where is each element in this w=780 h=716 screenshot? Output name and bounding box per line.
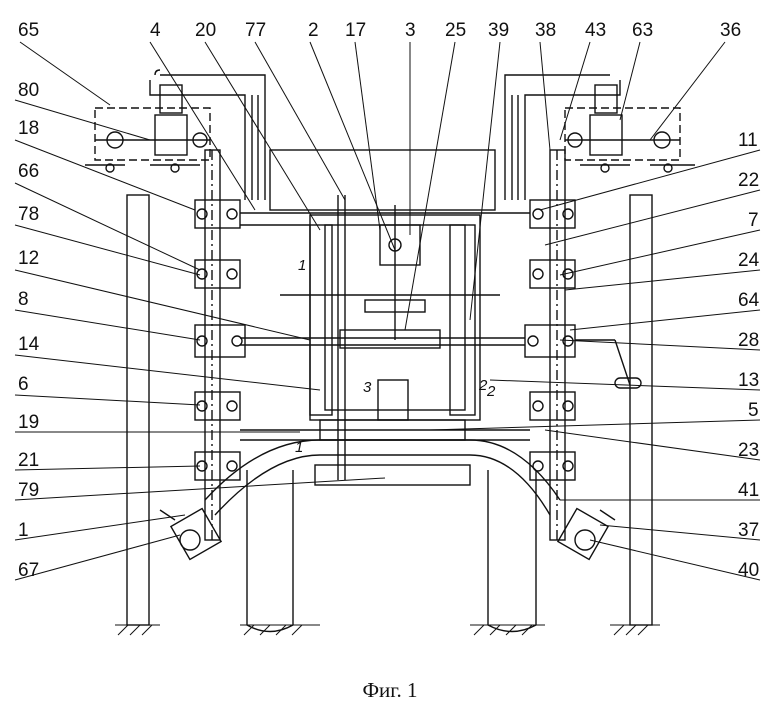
top-boom-left [150, 70, 265, 200]
callout-label: 67 [18, 560, 39, 581]
callout-label: 1 [18, 520, 29, 541]
left-outer-pole [127, 195, 149, 625]
callout-label: 6 [18, 374, 29, 395]
top-boom-right [505, 75, 620, 200]
callout-label: 66 [18, 161, 39, 182]
callout-label: 77 [245, 20, 266, 41]
callout-label: 13 [738, 370, 759, 391]
callout-label: 2 [308, 20, 319, 41]
callout-label: 37 [738, 520, 759, 541]
horizontal-shafts [240, 213, 530, 440]
ground-hatch [115, 625, 660, 635]
callout-label: 7 [748, 210, 759, 231]
callout-label: 41 [738, 480, 759, 501]
left-motor-box [95, 108, 210, 160]
callout-label: 21 [18, 450, 39, 471]
callout-label: 80 [18, 80, 39, 101]
crank-handle [575, 340, 641, 388]
callout-label: 24 [738, 250, 760, 271]
upper-housing [270, 150, 495, 210]
figure-caption: Фиг. 1 [0, 678, 780, 703]
callout-label: 8 [18, 289, 29, 310]
callout-label: 43 [585, 20, 606, 41]
callout-label: 22 [738, 170, 759, 191]
right-upper-motor [565, 85, 695, 172]
left-wheel [247, 470, 293, 632]
callouts-top: 65 4 20 77 2 17 3 25 39 38 43 63 36 [18, 20, 741, 41]
leaders-top [150, 42, 725, 330]
callout-label: 23 [738, 440, 759, 461]
callout-label: 39 [488, 20, 509, 41]
callout-label: 65 [18, 20, 39, 41]
left-upper-motor [85, 85, 210, 172]
left-column [205, 150, 220, 540]
zone-label: 2 [486, 383, 496, 400]
callouts-left: 80 18 66 78 12 8 14 6 19 21 79 1 67 [18, 80, 40, 581]
callout-label: 78 [18, 204, 39, 225]
callout-label: 20 [195, 20, 216, 41]
lower-arch [205, 440, 560, 515]
callout-label: 12 [18, 248, 39, 269]
callouts-right: 11 22 7 24 64 28 13 5 23 41 37 40 [738, 130, 760, 581]
right-column [550, 150, 565, 540]
callout-label: 17 [345, 20, 366, 41]
callout-label: 79 [18, 480, 39, 501]
callout-label: 3 [405, 20, 416, 41]
zone-label: 1 [298, 257, 306, 274]
callout-label: 14 [18, 334, 40, 355]
callout-label: 19 [18, 412, 39, 433]
right-wheel [488, 470, 536, 632]
zone-label: 3 [363, 379, 372, 396]
zone-label: 1 [295, 439, 303, 456]
callout-label: 38 [535, 20, 556, 41]
callout-label: 18 [18, 118, 39, 139]
right-outer-pole [630, 195, 652, 625]
callout-label: 63 [632, 20, 653, 41]
callout-label: 64 [738, 290, 760, 311]
callout-label: 4 [150, 20, 161, 41]
callout-label: 40 [738, 560, 759, 581]
callout-label: 36 [720, 20, 741, 41]
callout-label: 28 [738, 330, 759, 351]
callout-label: 5 [748, 400, 759, 421]
right-lower-motor [558, 509, 615, 560]
callout-label: 25 [445, 20, 466, 41]
callout-label: 11 [738, 130, 758, 151]
